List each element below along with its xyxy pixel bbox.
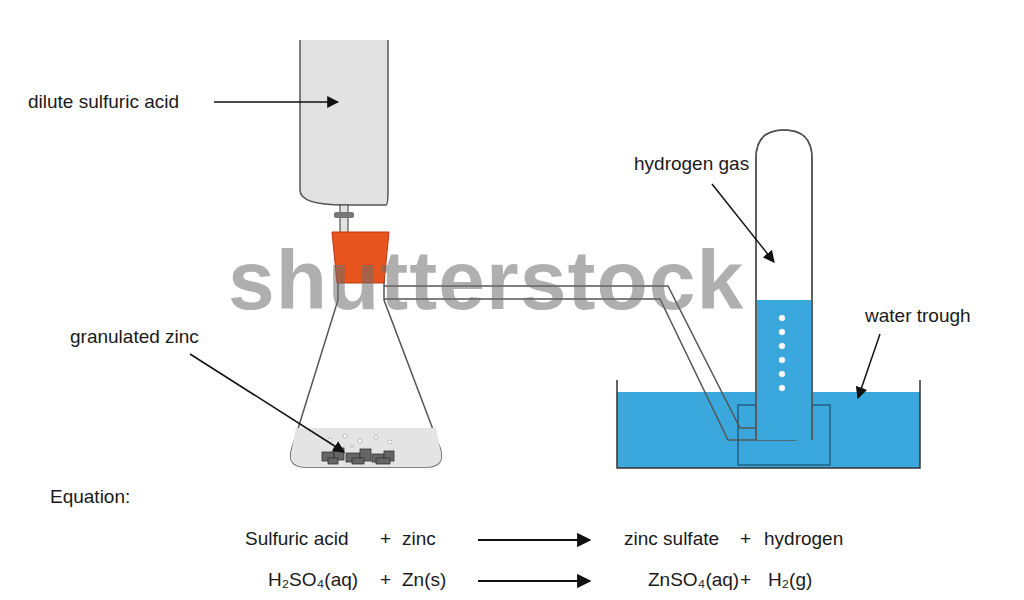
watermark: shutterstock bbox=[228, 232, 744, 329]
plus-sign: + bbox=[380, 569, 391, 591]
zinc-granules bbox=[322, 448, 394, 464]
plus-sign: + bbox=[380, 528, 391, 550]
callout-label: hydrogen gas bbox=[634, 153, 749, 175]
callout-label: water trough bbox=[865, 305, 971, 327]
word-equation-term: zinc sulfate bbox=[624, 528, 719, 550]
word-equation-term: hydrogen bbox=[764, 528, 843, 550]
leader-line bbox=[214, 101, 338, 103]
formula-term: H₂(g) bbox=[768, 569, 812, 591]
plus-sign: + bbox=[740, 528, 751, 550]
word-equation-term: Sulfuric acid bbox=[245, 528, 349, 550]
formula-term: ZnSO₄(aq) bbox=[648, 569, 739, 591]
acid-solution bbox=[291, 428, 442, 467]
equation-heading: Equation: bbox=[50, 486, 130, 508]
gas-bubbles bbox=[779, 315, 785, 391]
funnel-tap bbox=[334, 212, 354, 218]
gas-bubbles-flask bbox=[328, 434, 392, 448]
reaction-arrow bbox=[478, 580, 590, 582]
word-equation-term: zinc bbox=[402, 528, 436, 550]
callout-label: dilute sulfuric acid bbox=[28, 91, 179, 113]
water-in-tube bbox=[757, 300, 811, 440]
leader-line bbox=[858, 334, 880, 398]
test-tube-outline bbox=[756, 130, 812, 440]
funnel-body bbox=[300, 40, 388, 205]
formula-term: Zn(s) bbox=[402, 569, 446, 591]
leader-line bbox=[190, 354, 344, 452]
reaction-arrow bbox=[478, 539, 590, 541]
test-tube bbox=[756, 130, 812, 440]
callout-label: granulated zinc bbox=[70, 326, 199, 348]
formula-term: H₂SO₄(aq) bbox=[268, 569, 358, 591]
plus-sign: + bbox=[740, 569, 751, 591]
